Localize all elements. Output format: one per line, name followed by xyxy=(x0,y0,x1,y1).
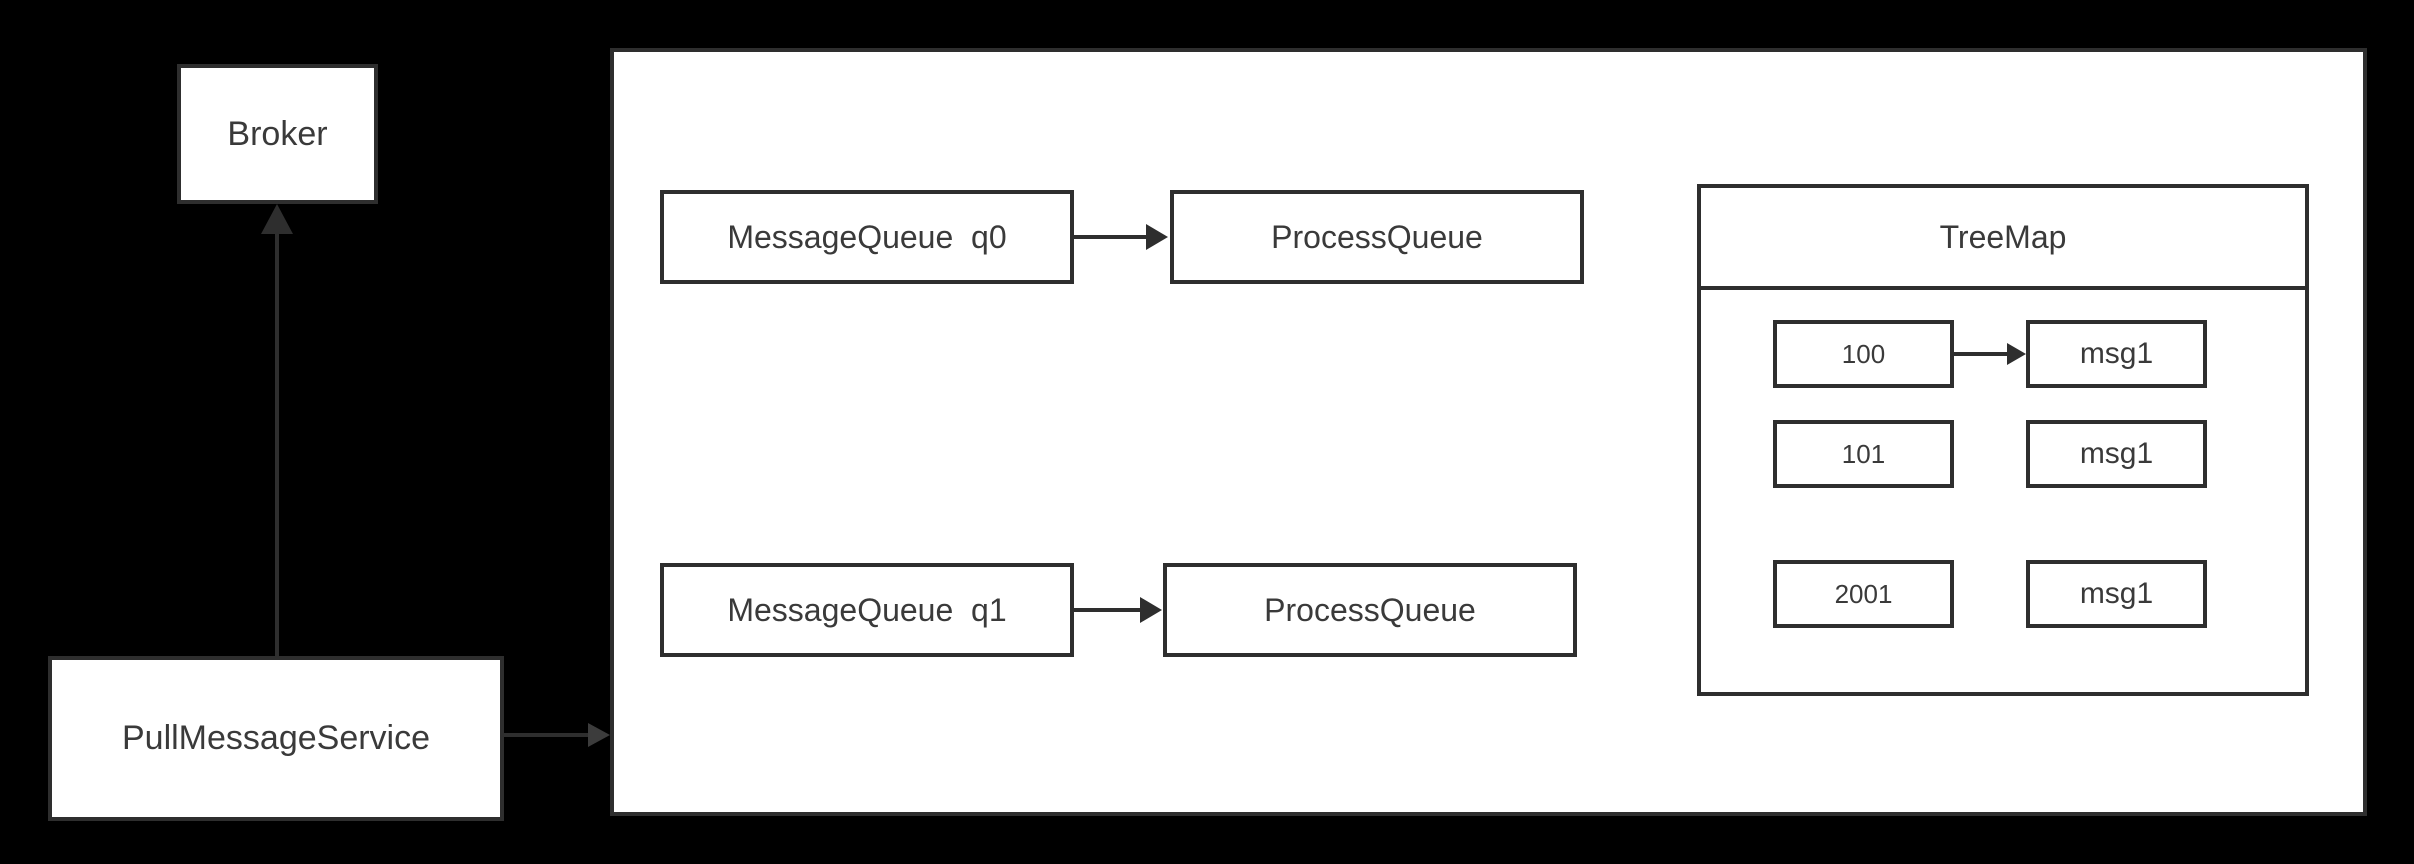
message-queue-q1-node[interactable]: MessageQueue q1 xyxy=(660,563,1074,657)
connector-q1-to-pq1-arrowhead xyxy=(1140,597,1162,623)
treemap-value-1[interactable]: msg1 xyxy=(2026,420,2207,488)
pull-message-service-node[interactable]: PullMessageService xyxy=(48,656,504,821)
connector-treemap-100-arrowhead xyxy=(2007,343,2026,365)
connector-q0-to-pq0-arrowhead xyxy=(1146,224,1168,250)
process-queue-1-node[interactable]: ProcessQueue xyxy=(1163,563,1577,657)
connector-pull-to-container-line xyxy=(504,733,590,737)
treemap-header-divider xyxy=(1701,286,2305,290)
connector-treemap-100-line xyxy=(1953,352,2009,356)
treemap-title: TreeMap xyxy=(1939,218,2067,255)
process-queue-0-node[interactable]: ProcessQueue xyxy=(1170,190,1584,284)
treemap-key-101[interactable]: 101 xyxy=(1773,420,1954,488)
connector-q0-to-pq0-line xyxy=(1074,235,1148,239)
broker-node[interactable]: Broker xyxy=(177,64,378,204)
message-queue-q0-node[interactable]: MessageQueue q0 xyxy=(660,190,1074,284)
treemap-key-2001[interactable]: 2001 xyxy=(1773,560,1954,628)
connector-pull-to-broker-arrowhead xyxy=(261,204,293,234)
treemap-value-0[interactable]: msg1 xyxy=(2026,320,2207,388)
connector-q1-to-pq1-line xyxy=(1074,608,1142,612)
treemap-key-100[interactable]: 100 xyxy=(1773,320,1954,388)
connector-pull-to-broker-line xyxy=(275,230,279,660)
treemap-value-2[interactable]: msg1 xyxy=(2026,560,2207,628)
connector-pull-to-container-arrowhead xyxy=(588,723,610,747)
